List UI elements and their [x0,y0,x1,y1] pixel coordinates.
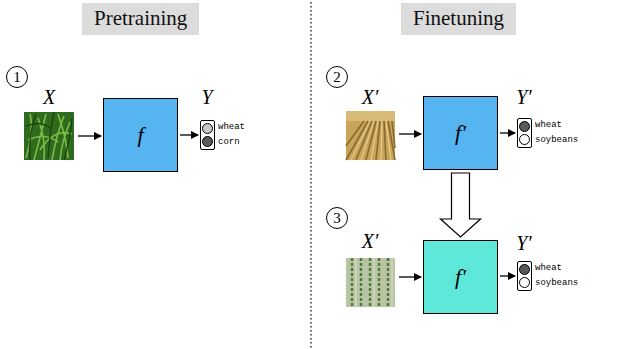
crop-photo [24,112,74,160]
class-list: wheatsoybeans [535,261,578,291]
step-number: 1 [6,66,28,88]
class-list: wheatsoybeans [535,118,578,148]
class-name: soybeans [535,133,578,148]
stage-title: Finetuning [413,6,504,30]
step-number: 2 [326,66,348,88]
step-text: 3 [333,210,341,227]
output-indicator: wheatcorn [200,120,245,150]
class-dot [519,121,530,132]
output-arrow [500,132,515,133]
output-arrow [180,134,198,135]
model-box: f [103,98,178,172]
model-box: f′ [423,96,498,170]
model-box: f′ [423,240,498,314]
class-indicator [517,118,532,148]
class-dot [202,136,213,147]
stage-title: Pretraining [94,6,187,30]
class-name: wheat [535,261,578,276]
model-name: f′ [455,264,466,290]
finetune-arrow [441,173,481,237]
space-label: Y [201,86,212,109]
input-arrow [399,133,421,134]
input-arrow [78,135,101,136]
space-label: Y′ [516,232,532,255]
class-dot [202,123,213,134]
output-indicator: wheatsoybeans [517,261,578,291]
model-name: f [137,122,143,148]
class-indicator [200,120,215,150]
input-arrow [399,276,421,277]
wheat-photo [346,111,395,160]
divider-line [310,2,311,349]
step-text: 2 [333,69,341,86]
aerial-photo [346,258,395,307]
model-name: f′ [455,120,466,146]
class-list: wheatcorn [218,120,245,150]
space-label: X′ [362,230,379,253]
class-dot [519,277,530,288]
space-label: X′ [362,86,379,109]
class-name: wheat [535,118,578,133]
space-label: X [43,86,55,109]
class-indicator [517,261,532,291]
step-text: 1 [13,69,21,86]
class-dot [519,134,530,145]
class-name: wheat [218,120,245,135]
step-number: 3 [326,207,348,229]
stage-header: Pretraining [82,3,199,35]
class-dot [519,264,530,275]
output-indicator: wheatsoybeans [517,118,578,148]
stage-header: Finetuning [401,3,516,35]
space-label: Y′ [516,86,532,109]
class-name: corn [218,135,245,150]
class-name: soybeans [535,276,578,291]
output-arrow [500,275,515,276]
